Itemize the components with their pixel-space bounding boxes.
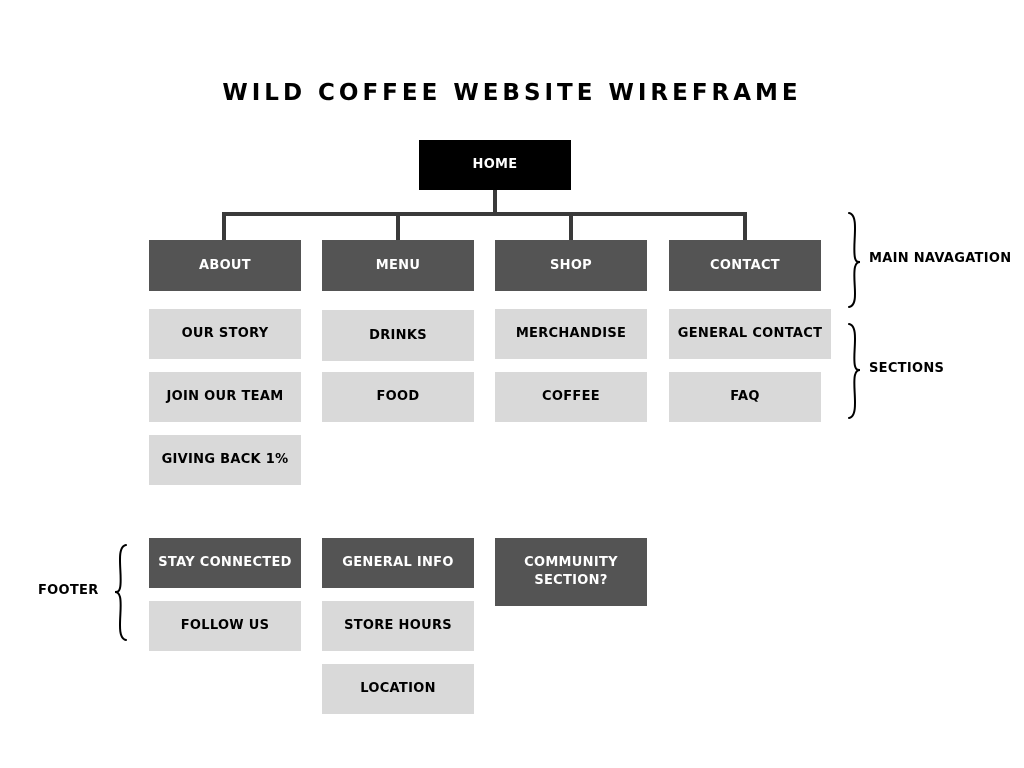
footer-node-store-hours: STORE HOURS [322, 601, 474, 651]
section-node-join-our-team: JOIN OUR TEAM [149, 372, 301, 422]
nav-node-shop: SHOP [495, 240, 647, 291]
section-node-coffee: COFFEE [495, 372, 647, 422]
footer-node-follow-us: FOLLOW US [149, 601, 301, 651]
section-node-faq: FAQ [669, 372, 821, 422]
nav-node-menu: MENU [322, 240, 474, 291]
footer-node-stay-connected: STAY CONNECTED [149, 538, 301, 588]
section-node-food: FOOD [322, 372, 474, 422]
section-node-general-contact: GENERAL CONTACT [669, 309, 831, 359]
section-node-merchandise: MERCHANDISE [495, 309, 647, 359]
main-navigation-label: MAIN NAVAGATION [869, 251, 1012, 266]
section-node-drinks: DRINKS [322, 310, 474, 361]
footer-node-general-info: GENERAL INFO [322, 538, 474, 588]
section-node-our-story: OUR STORY [149, 309, 301, 359]
footer-node-community-section: COMMUNITY SECTION? [495, 538, 647, 606]
sections-brace [848, 323, 861, 419]
sections-label: SECTIONS [869, 361, 945, 376]
nav-node-contact: CONTACT [669, 240, 821, 291]
page-title: WILD COFFEE WEBSITE WIREFRAME [222, 80, 802, 106]
section-node-giving-back: GIVING BACK 1% [149, 435, 301, 485]
main-navigation-brace [848, 212, 861, 308]
footer-brace [114, 544, 127, 641]
home-node: HOME [419, 140, 571, 190]
footer-node-location: LOCATION [322, 664, 474, 714]
footer-label: FOOTER [38, 583, 99, 598]
nav-node-about: ABOUT [149, 240, 301, 291]
